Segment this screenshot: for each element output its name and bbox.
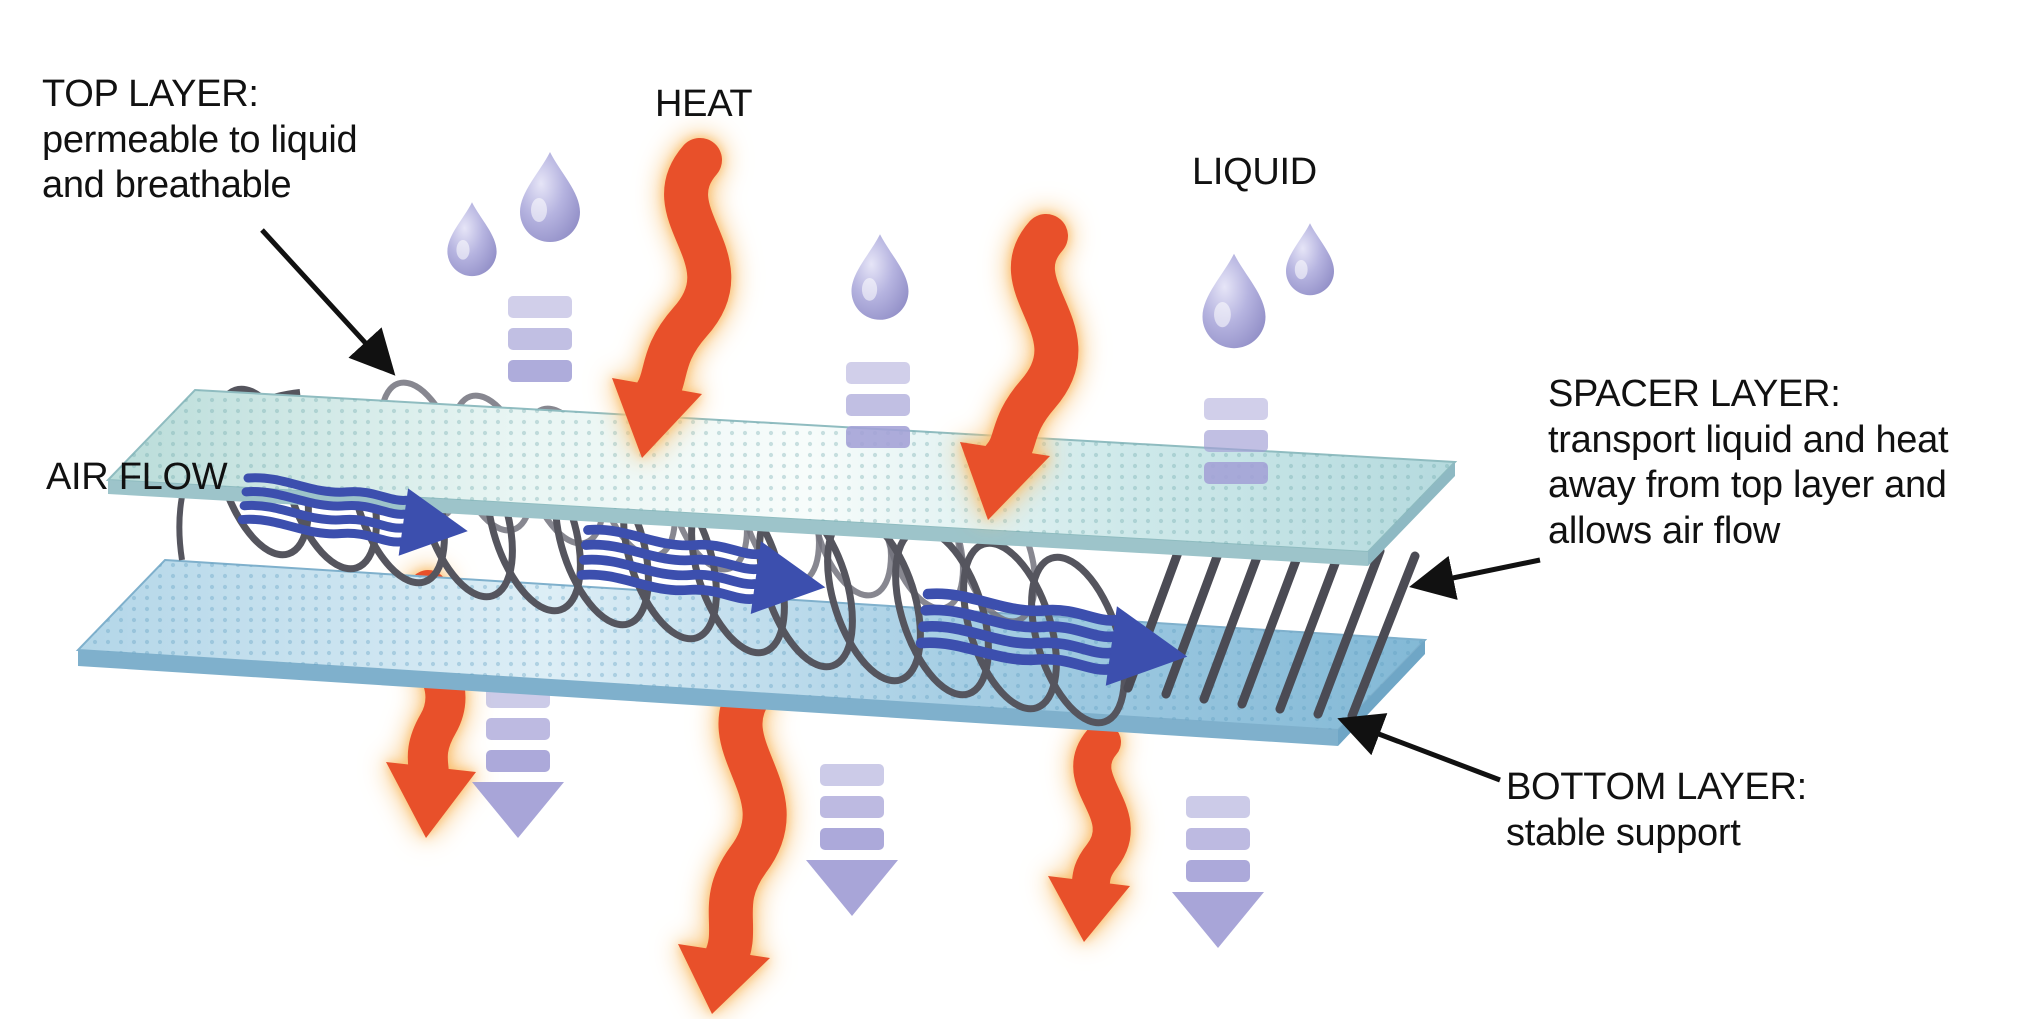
liquid-absorb-bars-right (1204, 398, 1268, 484)
top-layer-pointer-arrow (260, 228, 396, 376)
liquid-droplet-group-center (851, 234, 909, 320)
spacer-threads (1123, 515, 1420, 721)
liquid-droplet-group-right (1202, 223, 1334, 349)
bottom-layer-label: BOTTOM LAYER: stable support (1506, 766, 1807, 854)
heat-arrow-bottom-center (678, 668, 787, 1014)
liquid-flow-arrow-bottom-left (472, 686, 564, 838)
heat-arrow-top-right (960, 214, 1079, 520)
top-layer-label: TOP LAYER: permeable to liquid and breat… (42, 73, 358, 207)
spacer-layer-pointer-arrow (1409, 555, 1541, 600)
liquid-flow-arrow-bottom-center (806, 764, 898, 916)
liquid-absorb-bars-center (846, 362, 910, 448)
spacer-layer-label: SPACER LAYER: transport liquid and heat … (1548, 373, 1949, 552)
heat-arrow-bottom-right (1048, 723, 1131, 942)
heat-label: HEAT (655, 83, 753, 125)
bottom-layer-pointer-arrow (1337, 713, 1501, 783)
liquid-label: LIQUID (1192, 151, 1317, 193)
liquid-flow-arrow-bottom-right (1172, 796, 1264, 948)
heat-arrow-top-left (612, 138, 732, 458)
liquid-absorb-bars-left (508, 296, 572, 382)
bottom-layer-plate (75, 558, 1428, 746)
liquid-droplet-group-left (447, 152, 580, 277)
air-flow-label: AIR FLOW (46, 456, 228, 498)
callout-arrows (260, 228, 1541, 783)
